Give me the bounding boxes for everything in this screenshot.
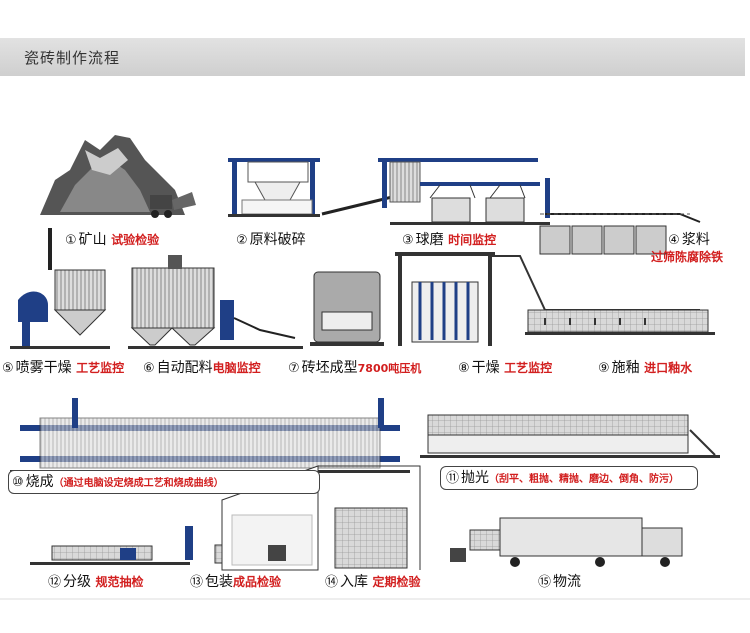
ball-mill-illustration xyxy=(321,158,550,225)
press-machine-illustration xyxy=(310,271,384,346)
firing-label-box xyxy=(8,470,320,494)
truck-illustration xyxy=(450,517,683,567)
section-header: 瓷砖制作流程 xyxy=(0,38,745,76)
grading-line-illustration xyxy=(30,545,190,565)
glazing-line-illustration xyxy=(525,309,715,335)
spray-dryer-illustration xyxy=(10,228,110,349)
kiln-illustration xyxy=(10,398,410,473)
mine-illustration xyxy=(40,135,196,218)
batching-silos-illustration xyxy=(128,255,303,349)
polishing-line-illustration xyxy=(420,414,720,458)
dryer-illustration xyxy=(395,252,700,346)
slurry-tanks-illustration xyxy=(539,213,701,255)
crusher-illustration xyxy=(228,158,320,217)
section-title: 瓷砖制作流程 xyxy=(24,49,121,67)
divider xyxy=(0,598,750,600)
polishing-label-box xyxy=(440,466,698,490)
